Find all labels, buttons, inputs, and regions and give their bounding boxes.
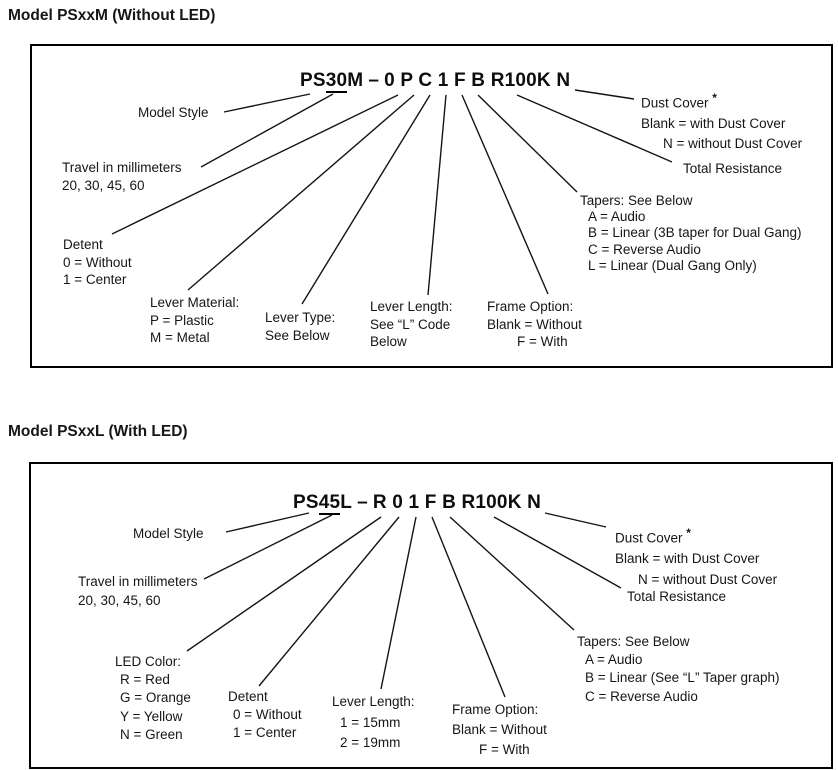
pn-options: R 0 1 F B R100K N <box>372 492 542 513</box>
callout-text: 0 = Without <box>233 707 302 723</box>
callout-text: M = Metal <box>150 330 210 345</box>
psxxl-diagram-box <box>29 462 833 769</box>
callout-text: Below <box>370 334 407 349</box>
pn-separator: – <box>357 492 368 513</box>
callout-text: 0 = Without <box>63 254 132 270</box>
s1-total-resistance-label: Total Resistance <box>683 160 782 178</box>
dust-cover-asterisk: * <box>712 91 717 105</box>
s2-tapers-label: Tapers: See Below A = Audio B = Linear (… <box>577 633 779 706</box>
callout-text: Tapers: See Below <box>577 634 690 649</box>
dust-cover-asterisk: * <box>686 526 691 540</box>
dust-cover-title: Dust Cover <box>641 95 709 111</box>
s2-frame-option-label: Frame Option: Blank = Without F = With <box>452 700 547 760</box>
callout-text: Blank = Without <box>452 722 547 737</box>
callout-text: N = without Dust Cover <box>663 135 803 151</box>
callout-text: C = Reverse Audio <box>588 241 701 257</box>
callout-text: LED Color: <box>115 654 182 669</box>
s2-led-color-label: LED Color: R = Red G = Orange Y = Yellow… <box>115 653 191 744</box>
callout-text: N = without Dust Cover <box>638 571 778 587</box>
callout-text: B = Linear (3B taper for Dual Gang) <box>588 225 802 241</box>
pn-style-suffix: M <box>347 70 364 91</box>
callout-text: 1 = Center <box>63 272 127 287</box>
s2-model-style-label: Model Style <box>133 525 204 543</box>
pn-options: 0 P C 1 F B R100K N <box>384 70 571 91</box>
s1-lever-type-label: Lever Type: See Below <box>265 309 335 344</box>
callout-text: C = Reverse Audio <box>585 688 698 704</box>
part-number-psxxm: PS30M–0 P C 1 F B R100K N <box>300 70 571 93</box>
callout-text: Y = Yellow <box>120 708 183 724</box>
callout-text: 1 = Center <box>233 725 297 741</box>
callout-text: Detent <box>63 237 103 252</box>
callout-text: Frame Option: <box>452 702 539 717</box>
pn-travel-code: 45 <box>318 492 341 515</box>
callout-text: Travel in millimeters <box>78 574 198 589</box>
callout-text: A = Audio <box>585 652 643 668</box>
callout-text: See Below <box>265 327 330 343</box>
s1-tapers-label: Tapers: See Below A = Audio B = Linear (… <box>580 193 802 274</box>
callout-text: Detent <box>228 689 268 704</box>
s1-frame-option-label: Frame Option: Blank = Without F = With <box>487 298 582 351</box>
section-heading-psxxm: Model PSxxM (Without LED) <box>8 7 216 24</box>
s1-travel-label: Travel in millimeters 20, 30, 45, 60 <box>62 159 182 194</box>
callout-text: Travel in millimeters <box>62 160 182 175</box>
callout-text: Blank = Without <box>487 316 582 332</box>
part-number-psxxl: PS45L–R 0 1 F B R100K N <box>293 492 542 515</box>
callout-text: Lever Material: <box>150 295 240 310</box>
callout-text: Blank = with Dust Cover <box>615 551 760 566</box>
callout-text: F = With <box>517 334 568 349</box>
callout-text: 20, 30, 45, 60 <box>78 593 161 608</box>
callout-text: B = Linear (See “L” Taper graph) <box>585 670 780 686</box>
callout-text: Dust Cover * <box>615 523 777 549</box>
callout-text: F = With <box>479 742 530 757</box>
s1-dust-cover-label: Dust Cover * Blank = with Dust Cover N =… <box>641 88 802 154</box>
callout-text: R = Red <box>120 672 170 688</box>
callout-text: 2 = 19mm <box>340 735 401 750</box>
callout-text: 20, 30, 45, 60 <box>62 177 145 193</box>
callout-text: 1 = 15mm <box>340 714 401 730</box>
callout-text: Lever Type: <box>265 310 336 325</box>
pn-separator: – <box>368 70 380 91</box>
pn-prefix: PS <box>293 492 319 513</box>
s1-model-style-label: Model Style <box>138 104 209 122</box>
callout-text: Frame Option: <box>487 299 574 314</box>
callout-text: Model Style <box>133 526 204 541</box>
callout-text: Total Resistance <box>627 589 727 604</box>
dust-cover-title: Dust Cover <box>615 530 683 546</box>
pn-travel-code: 30 <box>325 70 348 93</box>
callout-text: P = Plastic <box>150 312 214 328</box>
callout-text: Model Style <box>138 105 209 120</box>
callout-text: A = Audio <box>588 209 646 225</box>
pn-prefix: PS <box>300 70 326 91</box>
s2-detent-label: Detent 0 = Without 1 = Center <box>228 688 302 743</box>
callout-text: Total Resistance <box>683 161 783 176</box>
callout-text: Blank = with Dust Cover <box>641 115 786 131</box>
s1-detent-label: Detent 0 = Without 1 = Center <box>63 236 132 289</box>
callout-text: G = Orange <box>120 690 191 706</box>
callout-text: Tapers: See Below <box>580 193 693 208</box>
s1-lever-length-label: Lever Length: See “L” Code Below <box>370 298 453 351</box>
pn-style-suffix: L <box>340 492 353 513</box>
callout-text: Lever Length: <box>332 694 415 709</box>
psxxm-diagram-box <box>30 44 833 368</box>
s2-lever-length-label: Lever Length: 1 = 15mm 2 = 19mm <box>332 692 415 754</box>
s2-dust-cover-label: Dust Cover * Blank = with Dust Cover N =… <box>615 523 777 590</box>
callout-text: Dust Cover * <box>641 88 802 114</box>
callout-text: L = Linear (Dual Gang Only) <box>588 257 757 273</box>
callout-text: Lever Length: <box>370 299 453 314</box>
section-heading-psxxl: Model PSxxL (With LED) <box>8 423 188 440</box>
s2-total-resistance-label: Total Resistance <box>627 588 726 606</box>
callout-text: See “L” Code <box>370 316 451 332</box>
s1-lever-material-label: Lever Material: P = Plastic M = Metal <box>150 294 239 347</box>
callout-text: N = Green <box>120 726 183 742</box>
s2-travel-label: Travel in millimeters 20, 30, 45, 60 <box>78 572 198 610</box>
